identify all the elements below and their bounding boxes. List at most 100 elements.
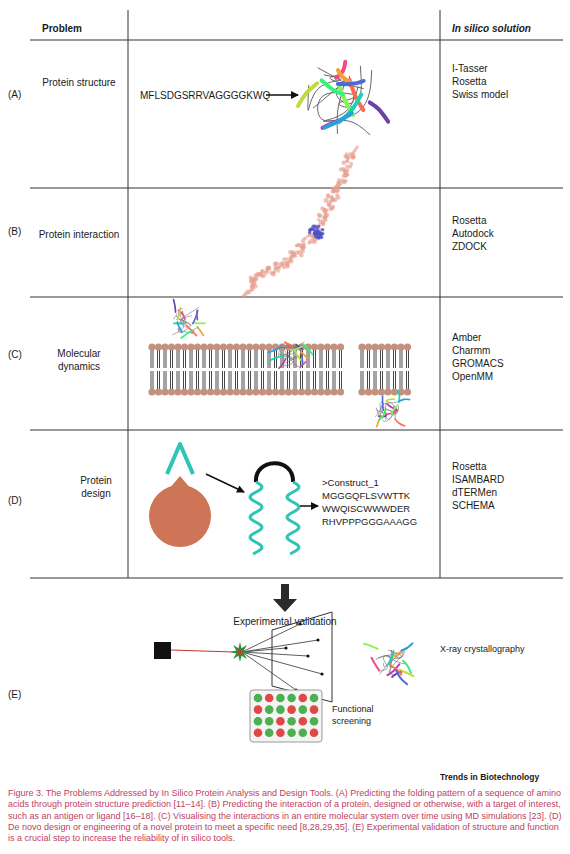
table-lines [30, 10, 563, 578]
art-stroke [272, 388, 279, 395]
art-stroke [255, 350, 256, 368]
art-stroke [157, 350, 158, 368]
tool-name: Rosetta [452, 75, 563, 88]
tool-name: OpenMM [452, 370, 563, 383]
art-stroke [183, 350, 184, 368]
tool-name: I-Tasser [452, 62, 563, 75]
art-stroke [276, 371, 277, 389]
art-stroke [239, 388, 246, 395]
art-stroke [172, 350, 173, 368]
art-stroke [168, 388, 175, 395]
art-stroke [248, 350, 249, 368]
art-stroke [371, 343, 378, 350]
panel-letter: (A) [8, 88, 21, 101]
art-stroke [157, 371, 158, 389]
method-label: X-ray crystallography [440, 643, 530, 655]
art-stroke [224, 350, 225, 368]
art-stroke [259, 343, 266, 350]
art-stroke [30, 430, 563, 431]
problem-label: Molecular dynamics [43, 347, 115, 373]
art-stroke [183, 371, 184, 389]
problem-cell: Protein interaction [30, 188, 128, 297]
art-stroke [391, 343, 398, 350]
art-stroke [338, 70, 352, 84]
protein-ribbon [172, 300, 205, 339]
art-stroke [371, 388, 378, 395]
panel-letter: (E) [8, 688, 21, 701]
art-stroke [250, 286, 255, 291]
art-stroke [406, 350, 407, 368]
arrow-head [273, 599, 297, 612]
art-stroke [257, 371, 258, 389]
art-stroke [440, 10, 441, 578]
art-stroke [177, 322, 182, 333]
art-stroke [310, 717, 319, 726]
art-stroke [395, 419, 404, 426]
art-stroke [151, 371, 152, 389]
art-stroke [277, 266, 280, 269]
art-stroke [393, 371, 394, 389]
art-stroke [294, 371, 295, 389]
art-stroke [378, 343, 385, 350]
art-stroke [278, 388, 285, 395]
art-stroke [153, 350, 154, 368]
art-stroke [369, 371, 370, 389]
art-stroke [370, 102, 388, 121]
art-stroke [266, 266, 269, 269]
art-stroke [315, 350, 316, 368]
art-stroke [363, 371, 364, 389]
problem-label: Protein structure [33, 76, 125, 89]
art-stroke [382, 350, 383, 368]
art-stroke [209, 371, 210, 389]
art-stroke [337, 343, 344, 350]
art-stroke [291, 252, 296, 257]
art-stroke [333, 350, 334, 368]
art-stroke [174, 300, 176, 313]
art-stroke [311, 388, 318, 395]
art-stroke [326, 193, 330, 197]
art-stroke [299, 717, 308, 726]
art-stroke [274, 261, 278, 265]
art-stroke [335, 371, 336, 389]
art-stroke [402, 371, 403, 389]
art-stroke [254, 705, 263, 714]
art-stroke [345, 152, 349, 156]
art-stroke [365, 343, 372, 350]
art-stroke [391, 388, 398, 395]
art-stroke [254, 717, 263, 726]
art-stroke [261, 371, 262, 389]
tool-name: Amber [452, 331, 563, 344]
fold-arrow [266, 94, 298, 96]
art-stroke [308, 228, 312, 232]
art-stroke [402, 350, 403, 368]
art-stroke [386, 399, 394, 401]
art-stroke [331, 189, 336, 194]
art-stroke [332, 189, 336, 193]
art-stroke [361, 350, 362, 368]
art-stroke [231, 350, 232, 368]
art-stroke [367, 371, 368, 389]
art-stroke [376, 350, 377, 368]
art-stroke [277, 270, 280, 273]
art-stroke [281, 371, 282, 389]
art-stroke [321, 232, 325, 236]
art-stroke [220, 343, 227, 350]
panel-letter: (B) [8, 225, 21, 238]
art-stroke [326, 350, 327, 368]
art-stroke [287, 705, 296, 714]
art-stroke [269, 271, 273, 275]
art-stroke [230, 642, 250, 662]
art-stroke [315, 371, 316, 389]
art-stroke [246, 343, 253, 350]
art-stroke [222, 371, 223, 389]
lipid-bilayer [148, 343, 411, 395]
tool-name: Rosetta [452, 460, 563, 473]
art-stroke [190, 371, 191, 389]
art-stroke [298, 388, 305, 395]
art-stroke [322, 350, 323, 368]
protein-ribbon [268, 342, 312, 368]
art-stroke [190, 350, 191, 368]
problem-label: Protein interaction [31, 228, 127, 241]
art-stroke [177, 371, 178, 389]
